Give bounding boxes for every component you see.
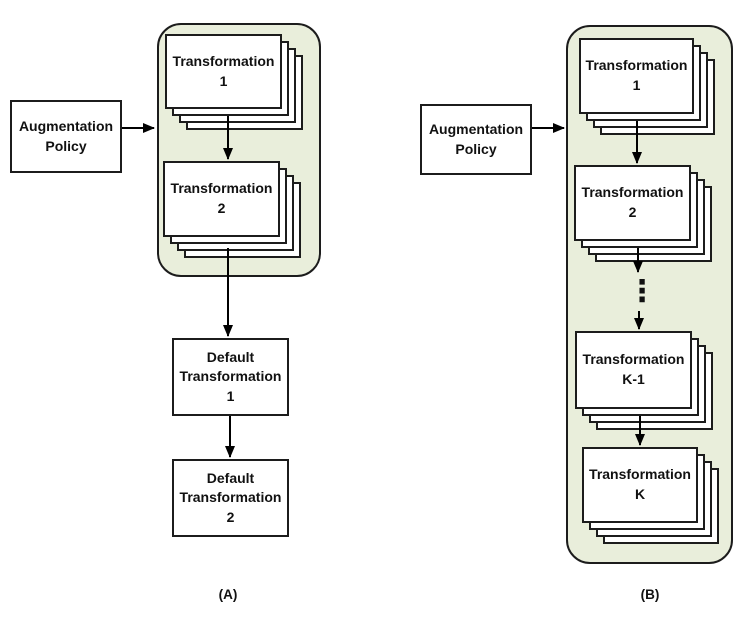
transformation-1-card-b: Transformation 1 [579,38,694,114]
transformation-2-card-b: Transformation 2 [574,165,691,241]
vertical-ellipsis: ⋮ [627,274,657,309]
transformation-2-card-a: Transformation 2 [163,161,280,237]
augmentation-policy-box-b: Augmentation Policy [420,104,532,175]
default-transformation-1-box: Default Transformation 1 [172,338,289,416]
transformation-k-card-b: Transformation K [582,447,698,523]
default-transformation-2-box: Default Transformation 2 [172,459,289,537]
transformation-k-1-card-b: Transformation K-1 [575,331,692,409]
augmentation-policy-box-a: Augmentation Policy [10,100,122,173]
transformation-1-card-a: Transformation 1 [165,34,282,109]
caption-a: (A) [218,587,238,602]
caption-b: (B) [640,587,660,602]
